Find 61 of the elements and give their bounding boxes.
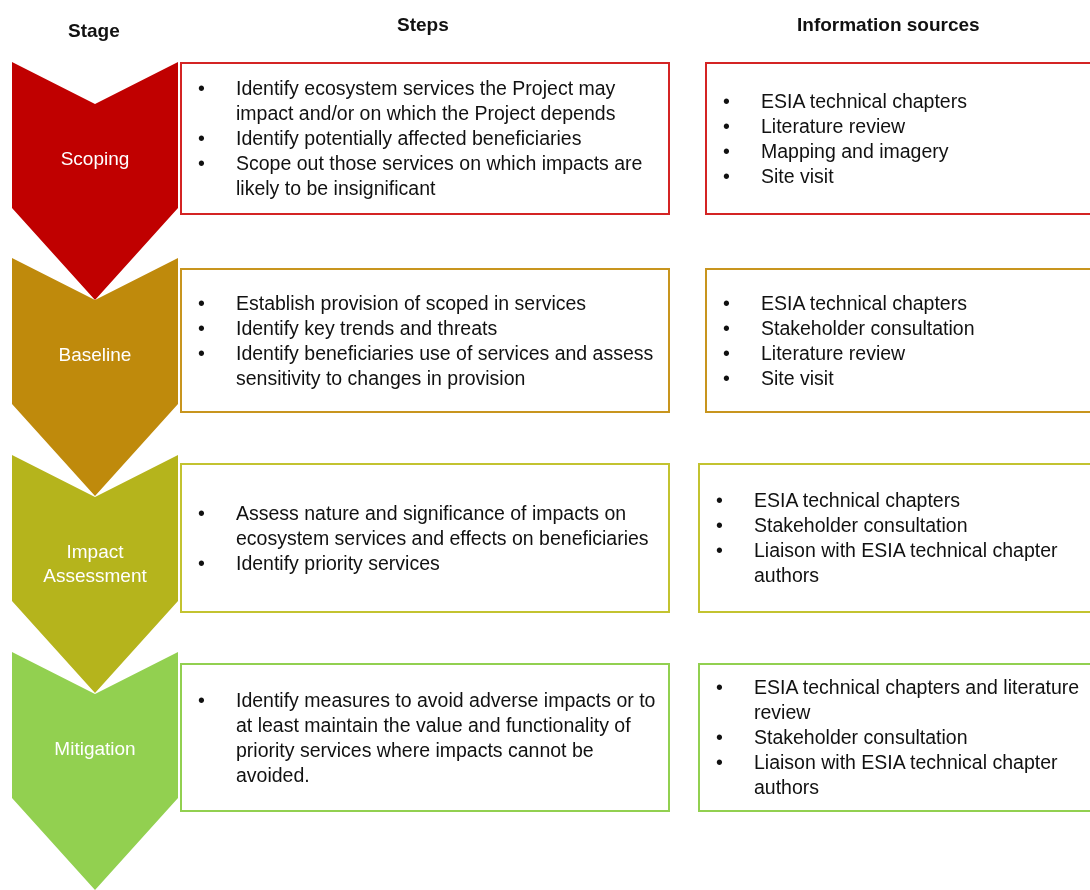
stage-label: Impact Assessment	[42, 540, 148, 588]
bullet-mark: •	[198, 550, 206, 576]
sources-box	[705, 268, 1090, 413]
bullet-mark: •	[723, 113, 731, 139]
list-item-text: Mapping and imagery	[761, 138, 950, 164]
list-item-text: Assess nature and significance of impacts on ecosystem services and effects on beneficiaries	[236, 500, 650, 551]
list-item-text: Identify priority services	[236, 550, 441, 576]
bullet-mark: •	[198, 500, 206, 526]
list-item-text: Establish provision of scoped in services	[236, 290, 588, 316]
bullet-mark: •	[716, 750, 724, 775]
list-item-text: Identify beneficiaries use of services and assess sensitivity to changes in provision	[236, 340, 655, 391]
bullet-mark: •	[723, 340, 731, 366]
bullet-mark: •	[716, 488, 724, 513]
bullet-mark: •	[198, 290, 206, 316]
bullet-mark: •	[198, 76, 206, 101]
steps-box	[180, 268, 670, 413]
list-item-text: ESIA technical chapters	[754, 488, 961, 513]
list-item-text: Stakeholder consultation	[754, 725, 969, 750]
list-item-text: Liaison with ESIA technical chapter authors	[754, 750, 1059, 800]
bullet-mark: •	[198, 315, 206, 341]
column-header: Information sources	[797, 14, 980, 36]
bullet-mark: •	[723, 138, 731, 164]
bullet-mark: •	[723, 365, 731, 391]
list-item-text: Identify ecosystem services the Project may impact and/or on which the Project depends	[236, 76, 617, 126]
column-header: Steps	[397, 14, 449, 36]
bullet-mark: •	[716, 513, 724, 538]
steps-box	[180, 463, 670, 613]
list-item-text: Identify potentially affected beneficiaries	[236, 126, 583, 151]
steps-box	[180, 62, 670, 215]
list-item-text: Scope out those services on which impacts are likely to be insignificant	[236, 151, 644, 201]
bullet-mark: •	[716, 725, 724, 750]
list-item-text: Literature review	[761, 340, 907, 366]
list-item-text: Identify key trends and threats	[236, 315, 499, 341]
sources-box	[705, 62, 1090, 215]
sources-box	[698, 663, 1090, 812]
bullet-mark: •	[198, 340, 206, 366]
bullet-mark: •	[723, 290, 731, 316]
bullet-mark: •	[716, 675, 724, 700]
bullet-mark: •	[723, 315, 731, 341]
stage-label: Scoping	[59, 147, 131, 171]
bullet-mark: •	[198, 151, 206, 176]
column-header: Stage	[68, 20, 120, 42]
bullet-mark: •	[198, 126, 206, 151]
list-item-text: Site visit	[761, 163, 835, 189]
steps-box	[180, 663, 670, 812]
bullet-mark: •	[723, 88, 731, 114]
stage-label: Baseline	[57, 343, 133, 367]
list-item-text: Site visit	[761, 365, 835, 391]
list-item-text: ESIA technical chapters	[761, 290, 968, 316]
bullet-mark: •	[723, 163, 731, 189]
list-item-text: Literature review	[761, 113, 907, 139]
list-item-text: Stakeholder consultation	[761, 315, 976, 341]
sources-box	[698, 463, 1090, 613]
stage-label: Mitigation	[53, 737, 137, 761]
list-item-text: ESIA technical chapters and literature review	[754, 675, 1080, 725]
bullet-mark: •	[716, 538, 724, 563]
list-item-text: Identify measures to avoid adverse impacts or to at least maintain the value and functionality of priority services where impacts cannot be avoided.	[236, 687, 657, 788]
bullet-mark: •	[198, 687, 206, 713]
list-item-text: ESIA technical chapters	[761, 88, 968, 114]
list-item-text: Liaison with ESIA technical chapter authors	[754, 538, 1059, 588]
list-item-text: Stakeholder consultation	[754, 513, 969, 538]
